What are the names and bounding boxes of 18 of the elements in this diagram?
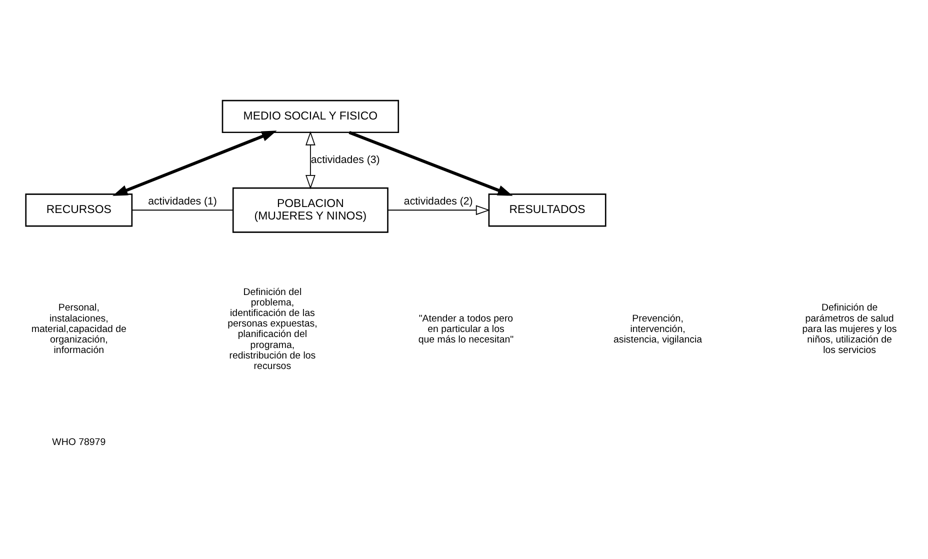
node-box: RESULTADOS xyxy=(488,194,606,227)
label: Definición del problema, identificación de las personas expuestas, planificación del programa, redistribución de los recursos xyxy=(228,286,318,372)
node-box: RECURSOS xyxy=(25,194,133,227)
edge-label: actividades (1) xyxy=(148,195,217,208)
edge-label: actividades (3) xyxy=(310,154,380,166)
edge-label: actividades (2) xyxy=(404,195,473,208)
arrow xyxy=(112,130,277,196)
connector xyxy=(132,210,234,211)
arrow xyxy=(306,131,316,190)
arrow xyxy=(348,130,513,196)
node-box: POBLACION (MUJERES Y NINOS) xyxy=(232,187,388,233)
label: Definición de parámetros de salud para las mujeres y los niños, utilización de los servicios xyxy=(802,302,897,356)
label: "Atender a todos pero en particular a los que más lo necesitan" xyxy=(418,313,514,346)
label: Personal, instalaciones, material,capacidad de organización, información xyxy=(31,302,126,356)
node-box: MEDIO SOCIAL Y FISICO xyxy=(222,100,400,134)
label: Prevención, intervención, asistencia, vigilancia xyxy=(613,313,702,346)
label: WHO 78979 xyxy=(52,437,106,448)
arrow xyxy=(388,205,490,216)
